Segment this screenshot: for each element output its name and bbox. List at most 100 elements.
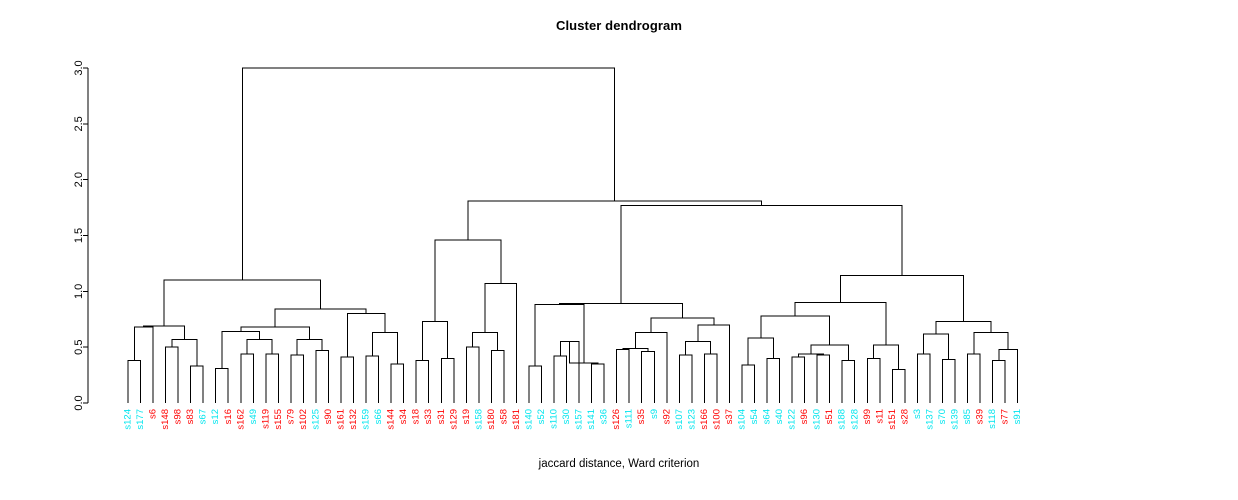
dendrogram-branch: [559, 303, 683, 319]
leaf-label: s36: [599, 409, 610, 424]
dendrogram-branch: [766, 357, 781, 403]
leaf-label: s83: [185, 409, 196, 424]
dendrogram-branch: [528, 365, 542, 403]
dendrogram-branch: [440, 357, 455, 403]
y-tick-label: 2.0: [73, 172, 85, 187]
dendrogram-branch: [916, 353, 931, 403]
leaf-label: s70: [937, 409, 948, 424]
leaf-label: s77: [1000, 409, 1011, 424]
dendrogram-branch: [415, 360, 430, 403]
leaf-label: s18: [411, 409, 422, 424]
dendrogram-branch: [315, 350, 329, 403]
dendrogram-branch: [465, 346, 480, 403]
dendrogram-branch: [265, 353, 279, 403]
leaf-label: s3: [912, 409, 923, 419]
leaf-label: s90: [323, 409, 334, 424]
dendrogram-branch: [346, 313, 386, 358]
leaf-label: s28: [899, 409, 910, 424]
leaf-label: s188: [837, 409, 848, 430]
leaf-label: s16: [223, 409, 234, 424]
dendrogram-branch: [616, 348, 630, 403]
leaf-label: s100: [711, 409, 722, 430]
y-tick-label: 0.0: [73, 395, 85, 410]
leaf-label: s124: [123, 409, 134, 430]
dendrogram-branch: [841, 360, 856, 403]
dendrogram-branch: [190, 365, 204, 403]
y-tick-label: 1.0: [73, 284, 85, 299]
leaf-label: s139: [949, 409, 960, 430]
dendrogram-branch: [797, 353, 824, 358]
dendrogram-branch: [923, 333, 950, 360]
leaf-label: s181: [511, 409, 522, 430]
x-axis-caption: jaccard distance, Ward criterion: [538, 458, 700, 470]
leaf-label: s118: [987, 409, 998, 429]
dendrogram-branch: [340, 356, 355, 403]
dendrogram-branch: [490, 350, 505, 403]
leaf-label: s12: [210, 409, 221, 424]
dendrogram-branch: [290, 354, 304, 403]
leaf-label: s66: [373, 409, 384, 424]
dendrogram-branch: [741, 364, 755, 403]
leaf-label: s144: [386, 409, 397, 430]
leaf-label: s125: [310, 409, 321, 430]
dendrogram-branch: [866, 357, 881, 403]
dendrogram-branch: [246, 338, 273, 354]
leaf-label: s166: [699, 409, 710, 430]
y-tick-label: 3.0: [73, 60, 85, 75]
dendrogram-branch: [165, 346, 179, 403]
dendrogram-branch: [678, 354, 693, 403]
dendrogram-branch: [967, 353, 981, 403]
leaf-label: s51: [824, 409, 835, 424]
dendrogram-branch: [620, 204, 903, 304]
dendrogram-branch: [697, 324, 730, 403]
dendrogram-branch: [760, 315, 831, 345]
dendrogram-branch: [421, 320, 449, 361]
leaf-label: s49: [248, 409, 259, 424]
dendrogram-branch: [559, 341, 580, 403]
leaf-label: s111: [624, 409, 635, 428]
leaf-label: s54: [749, 409, 760, 424]
leaf-label: s110: [549, 409, 560, 429]
leaf-label: s37: [724, 409, 735, 424]
dendrogram-branch: [215, 367, 229, 403]
dendrogram-branches: [127, 67, 1019, 403]
leaf-label: s122: [787, 409, 798, 430]
leaf-label: s158: [473, 409, 484, 430]
dendrogram-branch: [747, 337, 774, 366]
page-title: Cluster dendrogram: [555, 18, 683, 33]
leaf-label: s104: [736, 409, 747, 430]
dendrogram-branch: [685, 341, 712, 355]
leaf-label: s157: [574, 409, 585, 430]
leaf-label: s91: [1012, 409, 1023, 424]
leaf-label: s11: [874, 409, 885, 424]
leaf-label: s162: [235, 409, 246, 430]
dendrogram-branch: [891, 369, 906, 403]
dendrogram-branch: [365, 355, 380, 403]
dendrogram-branch: [434, 239, 502, 322]
leaf-label: s39: [975, 409, 986, 424]
dendrogram-branch: [816, 354, 831, 403]
dendrogram-branch: [241, 67, 616, 281]
dendrogram-branch: [467, 200, 763, 240]
leaf-label: s151: [887, 409, 898, 430]
leaf-label: s159: [361, 409, 372, 430]
leaf-label: s96: [799, 409, 810, 424]
leaf-label: s141: [586, 409, 597, 430]
leaf-label: s34: [398, 409, 409, 424]
dendrogram-branch: [941, 358, 956, 403]
dendrogram-branch: [873, 344, 900, 370]
dendrogram-branch: [240, 326, 311, 340]
dendrogram-branch: [791, 356, 806, 403]
leaf-label: s102: [298, 409, 309, 430]
dendrogram-branch: [274, 308, 367, 328]
leaf-label: s99: [862, 409, 873, 424]
dendrogram-branch: [641, 351, 655, 403]
leaf-label: s40: [774, 409, 785, 424]
leaf-label: s58: [498, 409, 509, 424]
dendrogram-branch: [935, 320, 992, 334]
dendrogram-branch: [992, 360, 1006, 403]
dendrogram-branch: [240, 353, 254, 403]
dendrogram-branch: [553, 355, 568, 403]
